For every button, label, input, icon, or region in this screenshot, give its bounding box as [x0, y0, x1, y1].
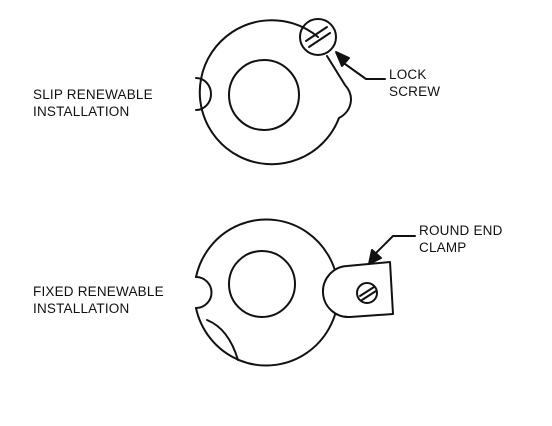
round-end-clamp-leader-line: [374, 235, 416, 255]
round-end-clamp-label: ROUND END CLAMP: [419, 222, 503, 256]
lock-screw-label-line1: LOCK: [389, 67, 427, 82]
lock-screw-slot-line: [305, 26, 328, 42]
slip-renewable-bushing: [195, 19, 352, 166]
clamp-screw-head: [356, 282, 378, 304]
lock-screw-leader-line: [344, 63, 386, 80]
fixed-renewable-bushing: [195, 218, 340, 367]
fixed-bushing-left-notch: [195, 276, 213, 309]
round-end-clamp-leader: [368, 235, 416, 265]
fixed-renewable-label-line1: FIXED RENEWABLE: [33, 284, 164, 299]
fixed-bushing-split-line: [206, 319, 239, 361]
lock-screw-arrowhead: [335, 51, 350, 67]
fixed-bushing-bore: [228, 250, 296, 318]
round-end-clamp: [322, 261, 394, 319]
lock-screw-head: [299, 18, 337, 56]
slip-renewable-label-line2: INSTALLATION: [33, 104, 130, 119]
fixed-renewable-label: FIXED RENEWABLE INSTALLATION: [33, 283, 164, 317]
slip-bushing-left-notch: [195, 77, 212, 111]
lock-screw-leader: [335, 51, 386, 80]
lock-screw-label: LOCK SCREW: [389, 66, 440, 100]
slip-renewable-label: SLIP RENEWABLE INSTALLATION: [33, 86, 153, 120]
lock-screw-label-line2: SCREW: [389, 84, 441, 99]
fixed-bushing-outer-contour: [195, 218, 340, 367]
clamp-screw-slot-line: [361, 290, 377, 301]
slip-renewable-label-line1: SLIP RENEWABLE: [33, 87, 153, 102]
slip-bushing-bore: [228, 59, 300, 131]
round-end-clamp-label-line2: CLAMP: [419, 240, 467, 255]
fixed-renewable-label-line2: INSTALLATION: [33, 301, 130, 316]
lock-screw: [299, 18, 337, 56]
lock-screw-slot-line: [308, 32, 331, 48]
clamp-screw-slot-line: [359, 286, 375, 297]
round-end-clamp-label-line1: ROUND END: [419, 223, 503, 238]
round-end-clamp-arrowhead: [368, 249, 382, 265]
slip-bushing-outer-contour: [198, 19, 352, 166]
